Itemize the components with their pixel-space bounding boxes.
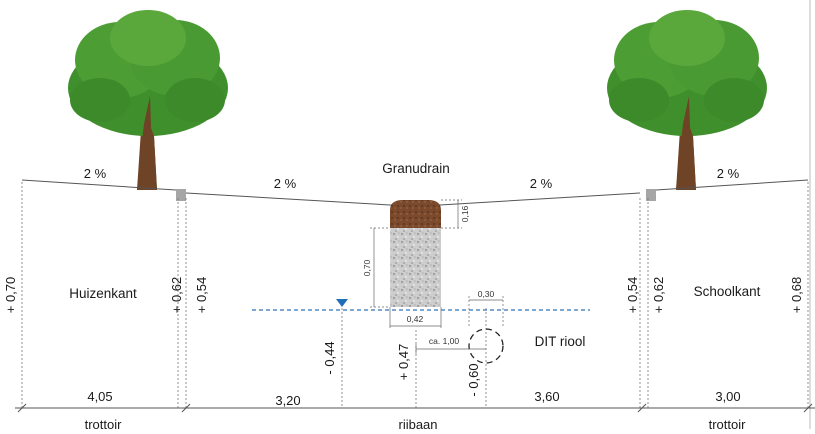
water-level-icon [336, 299, 348, 307]
schoolkant-label: Schoolkant [694, 284, 761, 299]
height-right-edge: + 0,68 [789, 277, 804, 314]
slope-right-trottoir: 2 % [717, 166, 740, 181]
right-tree-icon [607, 10, 767, 190]
granudrain-label: Granudrain [382, 161, 450, 176]
dit-riool-label: DIT riool [535, 334, 586, 349]
gravel-height-dim: 0,70 [362, 259, 372, 276]
drain-cap [390, 200, 441, 228]
sewer-pipe [468, 328, 504, 364]
drain-gravel [390, 228, 441, 307]
height-sewer-depth: - 0,60 [466, 363, 481, 396]
left-kerb [176, 189, 186, 201]
zone-middle: rijbaan [398, 417, 437, 429]
height-water-level: - 0,44 [322, 341, 337, 374]
height-left-edge: + 0,70 [3, 277, 18, 314]
drain-width-dim: 0,42 [407, 314, 424, 324]
zone-right: trottoir [709, 417, 747, 429]
width-road-right: 3,60 [534, 389, 559, 404]
height-left-kerb-inner: + 0,54 [194, 277, 209, 314]
width-right-trottoir: 3,00 [715, 389, 740, 404]
left-tree-icon [68, 10, 228, 190]
slope-left-road: 2 % [274, 176, 297, 191]
slope-left-trottoir: 2 % [84, 166, 107, 181]
sewer-diameter-dim: 0,30 [478, 289, 495, 299]
cap-height-dim: 0,16 [460, 205, 470, 222]
height-right-kerb-inner: + 0,54 [625, 277, 640, 314]
height-drain-bottom: + 0,47 [396, 344, 411, 381]
width-left-trottoir: 4,05 [87, 389, 112, 404]
right-kerb [646, 189, 656, 201]
zone-left: trottoir [85, 417, 123, 429]
huizenkant-label: Huizenkant [69, 286, 137, 301]
height-right-kerb-outer: + 0,62 [651, 277, 666, 314]
slope-right-road: 2 % [530, 176, 553, 191]
height-left-kerb-outer: + 0,62 [169, 277, 184, 314]
sewer-offset-dim: ca. 1,00 [429, 336, 460, 346]
width-road-left: 3,20 [275, 393, 300, 408]
reference-lines [21, 182, 809, 408]
